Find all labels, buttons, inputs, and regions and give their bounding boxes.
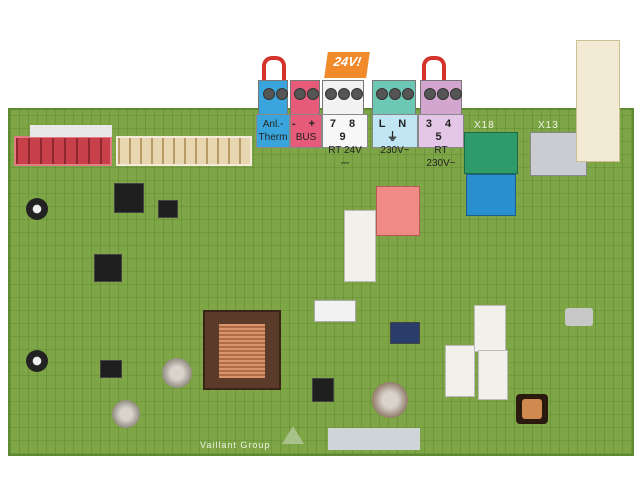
screw-icon: [338, 88, 350, 100]
label: RT 24V ⎓: [328, 145, 362, 169]
label-rt24: 7 8 9 RT 24V ⎓: [322, 114, 368, 169]
white-connector[interactable]: [314, 300, 356, 322]
chip: [312, 378, 334, 402]
barcode-label: [30, 125, 112, 137]
warning-tag: 24V!: [324, 52, 370, 78]
screw-icon: [437, 88, 449, 100]
x18-connector[interactable]: [464, 132, 518, 174]
label-bus: - + BUS: [290, 114, 322, 148]
screw-icon: [294, 88, 306, 100]
warning-tag-text: 24V!: [332, 54, 363, 69]
x13-label: X13: [538, 120, 559, 131]
capacitor: [112, 400, 140, 428]
chip: [94, 254, 122, 282]
transformer: [203, 310, 281, 390]
screw-icon: [276, 88, 288, 100]
chip: [390, 322, 420, 344]
copper-winding: [522, 399, 542, 419]
label: Anl.- Therm: [258, 119, 288, 143]
beige-multipin-connector: [116, 136, 252, 166]
label: RT 230V~: [426, 145, 456, 169]
screw-icon: [450, 88, 462, 100]
manufacturer-silkscreen: Vaillant Group: [200, 440, 271, 450]
label-anl-therm: Anl.- Therm: [256, 114, 290, 148]
capacitor: [372, 382, 408, 418]
red-jumper-wire: [262, 56, 286, 84]
relay: [474, 305, 506, 352]
relay: [478, 350, 508, 400]
chip: [158, 200, 178, 218]
red-multipin-connector: [14, 136, 112, 166]
screw-icon: [325, 88, 337, 100]
potentiometer[interactable]: [26, 198, 48, 220]
pins: 3 4 5: [425, 118, 457, 143]
label-mains: L N ⏚ 230V~: [372, 114, 418, 156]
pins: 7 8 9: [329, 118, 361, 143]
red-jumper-wire: [422, 56, 446, 84]
pins: L N ⏚: [378, 118, 412, 143]
potentiometer[interactable]: [26, 350, 48, 372]
screw-icon: [376, 88, 388, 100]
label: 230V~: [380, 145, 410, 156]
cream-connector[interactable]: [576, 40, 620, 162]
label: BUS: [295, 132, 317, 143]
chip: [114, 183, 144, 213]
circuit-board: [8, 108, 634, 456]
x18-blue-connector[interactable]: [466, 174, 516, 216]
screw-icon: [402, 88, 414, 100]
screw-icon: [424, 88, 436, 100]
inductor: [516, 394, 548, 424]
label-rt230: 3 4 5 RT 230V~: [418, 114, 464, 169]
screw-icon: [351, 88, 363, 100]
screw-icon: [263, 88, 275, 100]
grey-label: [328, 428, 420, 450]
relay: [344, 210, 376, 282]
screw-icon: [389, 88, 401, 100]
x18-label: X18: [474, 120, 495, 131]
capacitor: [162, 358, 192, 388]
screw-icon: [307, 88, 319, 100]
esd-symbol: [282, 426, 304, 444]
salmon-connector[interactable]: [376, 186, 420, 236]
pins: - +: [291, 118, 321, 130]
chip: [100, 360, 122, 378]
copper-coil: [219, 324, 265, 378]
relay: [445, 345, 475, 397]
fuse: [565, 308, 593, 326]
